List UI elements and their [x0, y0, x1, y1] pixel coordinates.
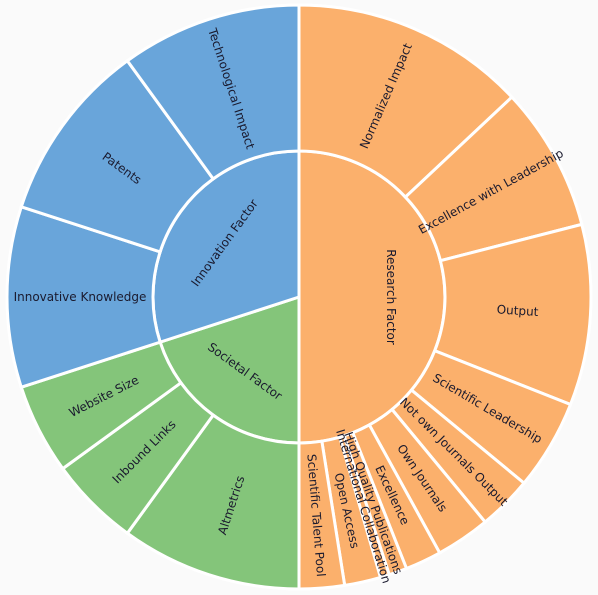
- segment-technological-impact[interactable]: [125, 3, 301, 181]
- label-research-factor: Research Factor: [384, 249, 398, 345]
- outer-ring: [5, 3, 593, 591]
- label-output: Output: [496, 302, 539, 319]
- inner-ring: [151, 149, 447, 445]
- segment-normalized-impact[interactable]: [297, 3, 514, 200]
- label-innovative-knowledge: Innovative Knowledge: [14, 290, 147, 304]
